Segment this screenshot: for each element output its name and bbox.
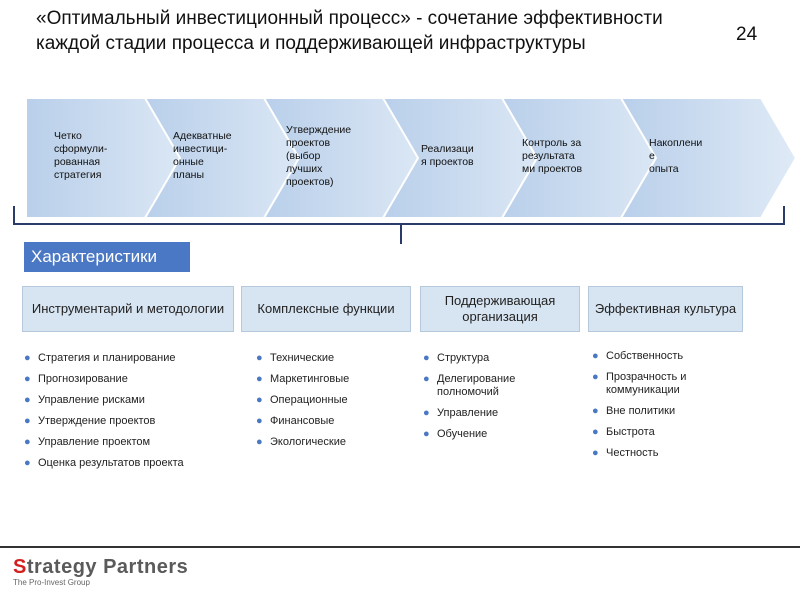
list-item-text: Экологические bbox=[270, 436, 346, 448]
bullet-icon: ● bbox=[423, 407, 430, 419]
list-item-text: Делегирование полномочий bbox=[437, 373, 516, 398]
logo-initial: S bbox=[13, 556, 27, 578]
bullet-icon: ● bbox=[24, 457, 31, 469]
list-tools: ● Стратегия и планирование ● Прогнозировани… bbox=[24, 352, 184, 478]
list-item-text: Оценка результатов проекта bbox=[38, 457, 184, 469]
bullet-icon: ● bbox=[423, 428, 430, 440]
list-item-text: Управление bbox=[437, 407, 499, 419]
stage-label: Контроль за результата ми проектов bbox=[522, 136, 583, 175]
list-organization: ● Структура ● Делегирование полномочий ● Упра… bbox=[423, 352, 573, 449]
bullet-icon: ● bbox=[592, 447, 599, 459]
list-item: ● Стратегия и планирование bbox=[24, 352, 184, 365]
list-functions: ●Технические●Маркетинговые●Операционные●… bbox=[256, 352, 349, 457]
bullet-icon: ● bbox=[256, 436, 263, 448]
company-logo: Strategy Partners The Pro-Invest Group bbox=[13, 556, 188, 587]
category-tools: Инструментарий и методологии bbox=[22, 286, 234, 332]
category-functions: Комплексные функции bbox=[241, 286, 411, 332]
list-item-text: Прозрачность и коммуникации bbox=[606, 371, 687, 396]
list-item: ● Маркетинговые bbox=[256, 373, 349, 386]
list-item-text: Структура bbox=[437, 352, 490, 364]
list-item: ● Экологические bbox=[256, 436, 349, 449]
list-item: ● Быстрота bbox=[592, 426, 742, 439]
list-item: ● Финансовые bbox=[256, 415, 349, 428]
bullet-icon: ● bbox=[592, 426, 599, 438]
list-item-text: Операционные bbox=[270, 394, 348, 406]
list-item: ● Обучение bbox=[423, 428, 573, 441]
list-item: ● Вне политики bbox=[592, 405, 742, 418]
bullet-icon: ● bbox=[24, 373, 31, 385]
bullet-icon: ● bbox=[24, 415, 31, 427]
list-item-text: Управление проектом bbox=[38, 436, 151, 448]
category-organization: Поддерживающая организация bbox=[420, 286, 580, 332]
page-number: 24 bbox=[736, 24, 758, 45]
characteristics-header: Характеристики bbox=[24, 242, 190, 272]
footer-divider bbox=[0, 546, 800, 548]
list-item: ● Технические bbox=[256, 352, 349, 365]
stage-chevron bbox=[619, 97, 798, 219]
list-item: ● Делегирование полномочий bbox=[423, 373, 573, 399]
list-item: ● Утверждение проектов bbox=[24, 415, 184, 428]
stage-label: Четко сформули- рованная стратегия bbox=[54, 130, 108, 181]
logo-tagline: The Pro-Invest Group bbox=[13, 578, 90, 587]
list-item: ● Прозрачность и коммуникации bbox=[592, 371, 742, 397]
category-culture: Эффективная культура bbox=[588, 286, 743, 332]
list-item: ● Прогнозирование bbox=[24, 373, 184, 386]
bullet-icon: ● bbox=[256, 394, 263, 406]
list-item-text: Утверждение проектов bbox=[38, 415, 156, 427]
list-item: ● Операционные bbox=[256, 394, 349, 407]
stage-label: Реализаци я проектов bbox=[421, 143, 474, 168]
bullet-icon: ● bbox=[256, 352, 263, 364]
stage-label: Накоплени е опыта bbox=[649, 136, 703, 175]
bullet-icon: ● bbox=[592, 405, 599, 417]
slide-title: «Оптимальный инвестиционный процесс» - с… bbox=[36, 8, 663, 54]
bullet-icon: ● bbox=[24, 436, 31, 448]
list-item-text: Управление рисками bbox=[38, 394, 145, 406]
logo-name: trategy Partners bbox=[26, 556, 189, 578]
stage-label: Утверждение проектов (выбор лучших проек… bbox=[286, 123, 352, 188]
list-item: ● Оценка результатов проекта bbox=[24, 457, 184, 470]
bullet-icon: ● bbox=[24, 394, 31, 406]
list-item: ● Управление рисками bbox=[24, 394, 184, 407]
bullet-icon: ● bbox=[592, 371, 599, 383]
list-item-text: Прогнозирование bbox=[38, 373, 128, 385]
bullet-icon: ● bbox=[423, 352, 430, 364]
list-item: ● Собственность bbox=[592, 350, 742, 363]
bullet-icon: ● bbox=[592, 350, 599, 362]
list-item: ● Управление bbox=[423, 407, 573, 420]
list-item-text: Маркетинговые bbox=[270, 373, 350, 385]
list-culture: ● Собственность ● Прозрачность и коммуникац… bbox=[592, 350, 742, 468]
list-item-text: Технические bbox=[270, 352, 335, 364]
list-item-text: Финансовые bbox=[270, 415, 335, 427]
list-item: ● Структура bbox=[423, 352, 573, 365]
list-item-text: Быстрота bbox=[606, 426, 655, 438]
list-item-text: Собственность bbox=[606, 350, 684, 362]
list-item-text: Обучение bbox=[437, 428, 488, 440]
list-item-text: Вне политики bbox=[606, 405, 676, 417]
list-item: ● Управление проектом bbox=[24, 436, 184, 449]
bullet-icon: ● bbox=[256, 373, 263, 385]
bullet-icon: ● bbox=[256, 415, 263, 427]
stage-label: Адекватные инвестици- онные планы bbox=[173, 130, 232, 181]
bullet-icon: ● bbox=[423, 373, 430, 385]
stage-bracket bbox=[13, 206, 785, 225]
list-item-text: Честность bbox=[606, 447, 659, 459]
list-item-text: Стратегия и планирование bbox=[38, 352, 176, 364]
list-item: ● Честность bbox=[592, 447, 742, 460]
bullet-icon: ● bbox=[24, 352, 31, 364]
